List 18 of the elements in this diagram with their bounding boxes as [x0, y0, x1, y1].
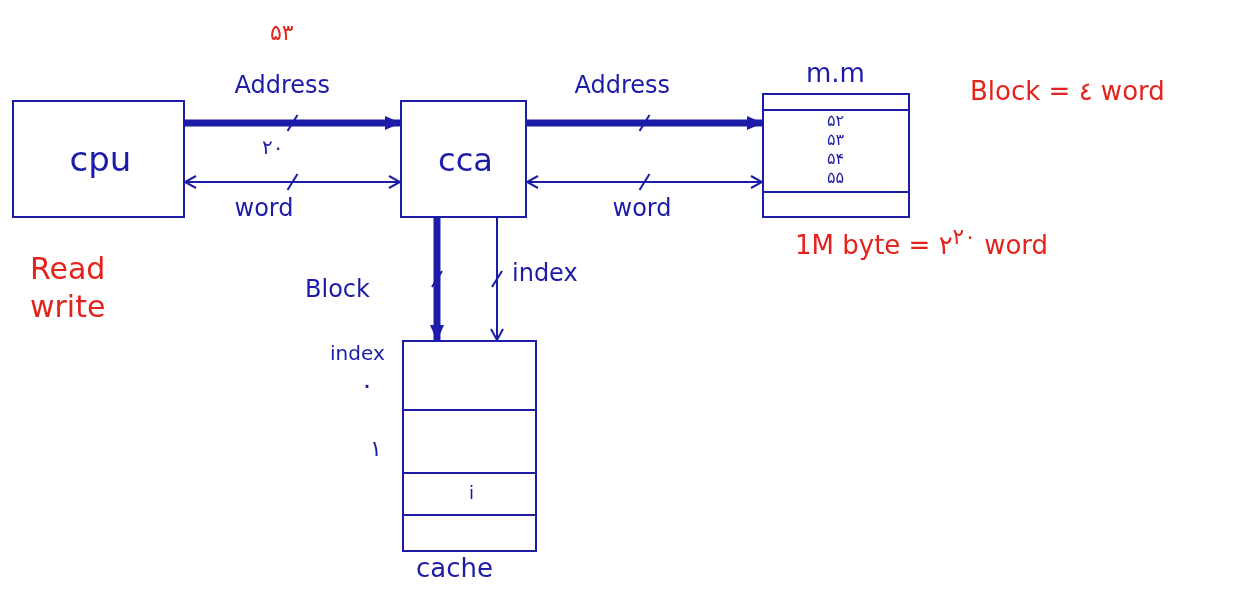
- controller-box: [400, 100, 527, 218]
- block-label: cca: [437, 144, 494, 176]
- block-label: cpu: [68, 142, 133, 176]
- address-value: ۵۵: [825, 170, 846, 186]
- index-label: index: [330, 343, 385, 363]
- block-label: m.m: [805, 60, 866, 86]
- cpu-box: [12, 100, 185, 218]
- number-label: ۵۳: [270, 22, 294, 44]
- address-value: ۵۲: [825, 113, 846, 129]
- index-label: ۱: [370, 438, 382, 460]
- address-value: ۵۴: [825, 151, 846, 167]
- index-label: ۰: [360, 372, 374, 398]
- address-value: ۵۳: [825, 132, 846, 148]
- number-label: ۲۰: [262, 137, 284, 157]
- note: Read write: [30, 250, 107, 325]
- row-label: i: [468, 484, 475, 502]
- block-label: cache: [416, 555, 493, 581]
- note: Block = ٤ word: [970, 78, 1165, 104]
